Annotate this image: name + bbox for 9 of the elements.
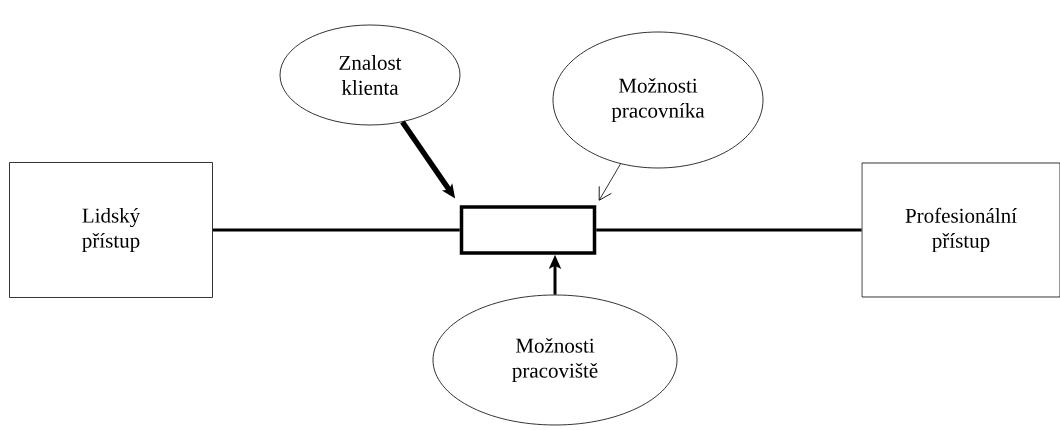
connector-line — [212, 228, 460, 232]
ellipse-bubble: Možnosti pracoviště — [432, 294, 678, 426]
ellipse-bubble: Možnosti pracovníka — [552, 31, 764, 169]
arrow — [598, 163, 621, 201]
text-box: Lidský přístup — [9, 162, 213, 298]
connector-line — [596, 228, 862, 232]
ellipse-bubble: Znalost klienta — [279, 24, 461, 126]
text-box: Profesionální přístup — [861, 162, 1060, 298]
slider-box — [459, 205, 597, 255]
